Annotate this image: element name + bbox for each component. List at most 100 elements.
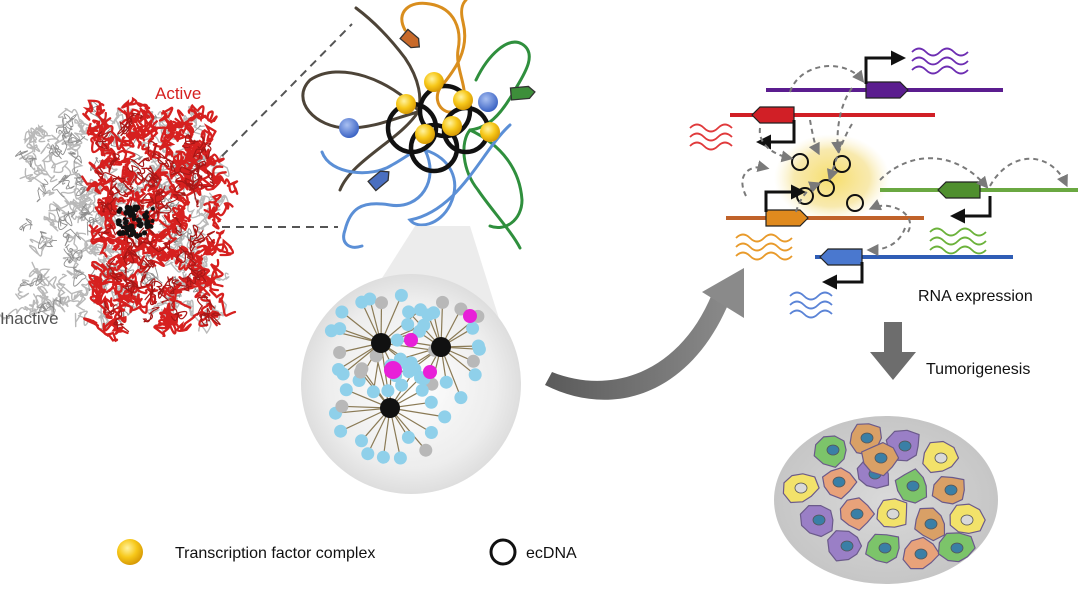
tf-complex (442, 116, 462, 136)
chromatin-fiber (208, 193, 222, 211)
cell-nucleus (860, 432, 874, 444)
cell-nucleus (874, 452, 888, 464)
chromatin-fiber (48, 144, 62, 160)
network-node (339, 383, 353, 397)
cell-nucleus (960, 514, 974, 526)
ecdna-hub-network (301, 274, 521, 494)
chromatin-fiber (200, 170, 215, 190)
chromatin-fiber (64, 232, 87, 243)
chromatin-fiber (182, 134, 199, 149)
network-node (332, 363, 345, 376)
chromatin-fiber (30, 127, 48, 143)
ecdna-core-bead (123, 220, 129, 226)
chromatin-fiber (131, 255, 149, 280)
chromatin-fiber (86, 175, 113, 192)
network-node (401, 430, 415, 444)
chromatin-fiber (18, 144, 38, 171)
chromatin-fiber (74, 310, 89, 328)
chromatin-fiber (67, 132, 86, 144)
chromatin-fiber (48, 201, 69, 212)
ecdna-core-bead (133, 207, 139, 213)
chromatin-fiber (216, 175, 239, 195)
chromatin-fiber (141, 135, 170, 149)
cell-nucleus (812, 514, 826, 526)
chromatin-fiber (77, 120, 89, 141)
chromatin-fiber (114, 289, 137, 313)
promoter-arrow-orange (764, 184, 806, 212)
chromatin-fiber (153, 188, 182, 201)
chromatin-fiber (140, 263, 156, 288)
chromatin-fiber (203, 206, 220, 230)
chromatin-fiber (135, 165, 163, 182)
chromatin-fiber (113, 309, 130, 332)
hub-nodes (324, 288, 486, 465)
chromatin-fiber (209, 202, 234, 218)
chromatin-fiber (139, 257, 155, 273)
gene-green (937, 181, 981, 199)
cell-nucleus (878, 542, 892, 554)
tf-complex (396, 94, 416, 114)
network-node (376, 450, 390, 464)
network-node (375, 296, 388, 310)
chromatin-fiber (128, 280, 148, 315)
network-node (424, 395, 438, 409)
legend-tf-complex-label: Transcription factor complex (175, 545, 375, 562)
down-arrow (870, 322, 916, 380)
chromatin-fiber (158, 106, 174, 122)
chromatin-fiber (73, 268, 87, 287)
chromatin-fiber (204, 153, 225, 169)
chromatin-fiber (122, 279, 135, 294)
network-node (333, 322, 347, 336)
chromatin-fiber (76, 186, 90, 197)
chromatin-fiber (83, 317, 108, 336)
chromatin-fiber (102, 318, 119, 343)
chromatin-fiber (31, 261, 57, 289)
chromatin-fiber (133, 179, 157, 202)
chromatin-fiber (186, 269, 207, 286)
chromatin-fiber (158, 284, 177, 304)
chromatin-fiber (197, 135, 212, 160)
chromatin-fiber (90, 135, 110, 154)
cell-nucleus (886, 508, 900, 520)
tf-complex (480, 122, 500, 142)
chromatin-fiber (36, 178, 49, 203)
cell-nucleus (934, 452, 948, 464)
hub-node (431, 337, 451, 357)
network-node (466, 354, 480, 368)
chromatin-fiber (175, 246, 196, 266)
chromatin-fiber (172, 215, 183, 236)
ecdna-core-bead (131, 212, 137, 219)
ecdna-core-bead (150, 218, 155, 224)
magenta-node (423, 365, 437, 379)
chromatin-fiber (175, 175, 203, 191)
chromatin-fiber (144, 288, 158, 306)
cell-nucleus (832, 476, 846, 488)
gene-blue (819, 248, 863, 266)
chromatin-fiber (81, 203, 99, 227)
chromatin-fiber (160, 117, 184, 143)
chromatin-fiber (130, 157, 151, 168)
chromatin-fiber (82, 99, 102, 121)
tf-complex (424, 72, 444, 92)
chromatin-globule (0, 96, 239, 343)
cell-nucleus (914, 548, 928, 560)
ecdna-core-bead (150, 206, 155, 211)
chromatin-fiber (36, 285, 49, 300)
chromatin-fiber (52, 179, 75, 198)
chromatin-fiber (46, 129, 68, 156)
network-node (439, 375, 453, 389)
chromatin-fiber (146, 239, 171, 253)
network-node (355, 362, 369, 376)
cell-nucleus (840, 540, 854, 552)
chromatin-fiber (186, 228, 196, 244)
chromatin-fiber (89, 294, 116, 319)
chromatin-fiber (152, 120, 176, 147)
flow-arrow (545, 268, 744, 400)
chromatin-fiber (123, 293, 143, 307)
chromatin-fiber (100, 129, 116, 147)
magenta-node (463, 309, 477, 323)
gene-orange (765, 209, 809, 227)
ecdna-core-bead (138, 232, 143, 237)
network-node (366, 385, 380, 399)
